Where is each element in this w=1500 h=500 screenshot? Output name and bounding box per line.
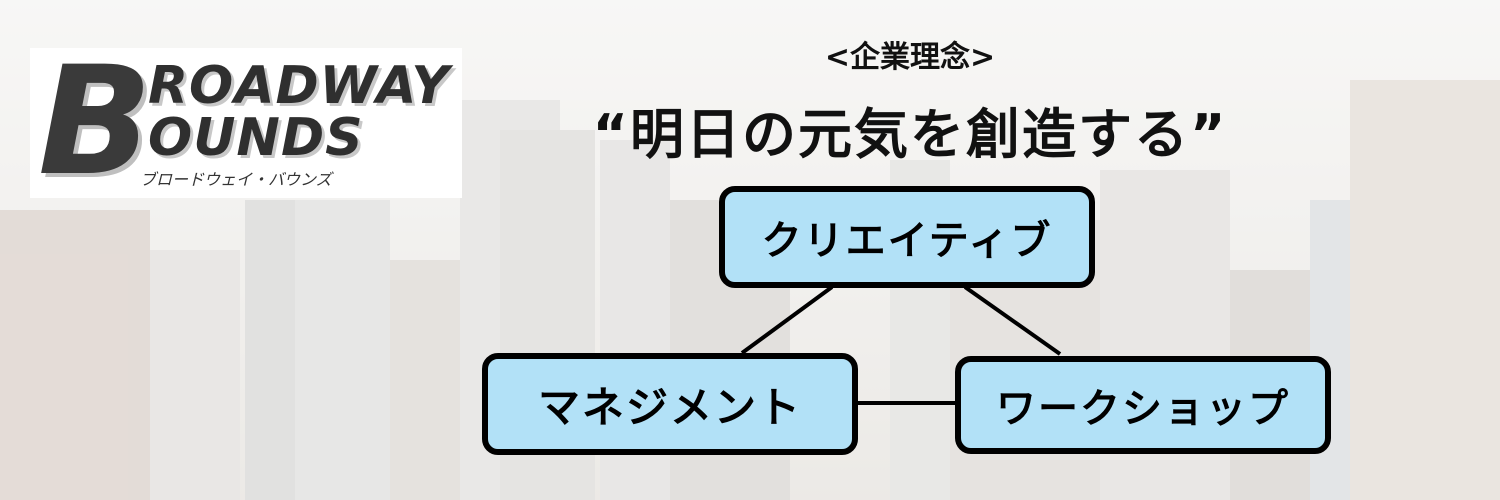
logo-text-ounds: OUNDS [148, 108, 364, 168]
logo-letter-b: B [38, 35, 153, 209]
connector-top-left [740, 285, 834, 355]
connector-top-right [963, 285, 1062, 356]
node-workshop: ワークショップ [955, 356, 1331, 454]
philosophy-title: “明日の元気を創造する” [592, 103, 1228, 166]
philosophy-label: <企業理念> [824, 40, 996, 75]
node-management: マネジメント [482, 353, 858, 455]
node-creative: クリエイティブ [719, 186, 1095, 288]
logo-kana-text: ブロードウェイ・バウンズ [140, 170, 332, 189]
broadway-bounds-logo: B ROADWAY OUNDS ブロードウェイ・バウンズ [30, 35, 462, 209]
logo-text-roadway: ROADWAY [148, 56, 451, 116]
